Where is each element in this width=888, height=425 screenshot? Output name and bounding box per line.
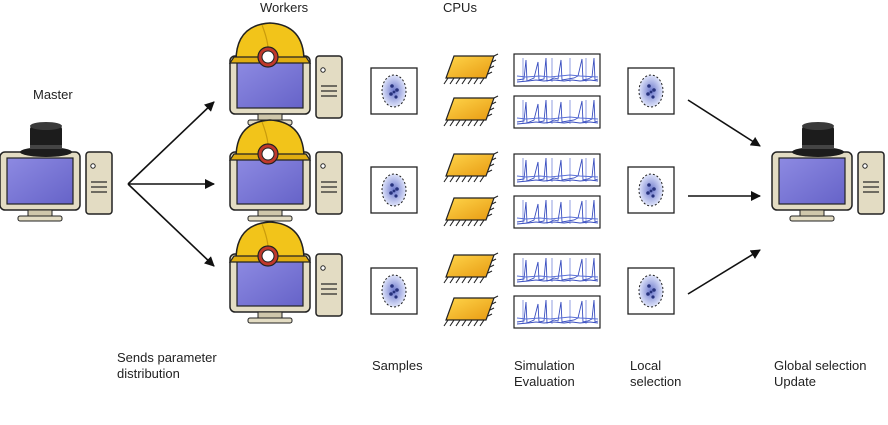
sends-parameter-label: Sends parameter distribution <box>117 350 217 382</box>
cpu-chip-icon <box>443 53 499 85</box>
cpu-chip-icon <box>443 151 499 183</box>
sample-distribution-icon <box>370 166 418 214</box>
local-selection-icon <box>627 67 675 115</box>
worker-computer-icon <box>229 119 343 222</box>
master-label: Master <box>33 87 73 102</box>
update-line: Update <box>774 374 816 389</box>
simulation-trace-icon <box>513 253 601 287</box>
simulation-trace-icon <box>513 95 601 129</box>
worker-computer-icon <box>229 22 343 126</box>
simulation-line: Simulation <box>514 358 575 373</box>
sample-distribution-icon <box>370 67 418 115</box>
evaluation-line: Evaluation <box>514 374 575 389</box>
arrow-icon <box>127 183 215 267</box>
local-selection-icon <box>627 166 675 214</box>
local-selection-label: Local selection <box>630 358 681 390</box>
worker-computer-icon <box>229 221 343 324</box>
cpu-chip-icon <box>443 195 499 227</box>
sends-parameter-line2: distribution <box>117 366 180 381</box>
local-selection-icon <box>627 267 675 315</box>
workers-label: Workers <box>260 0 309 15</box>
cpu-chip-icon <box>443 95 499 127</box>
simulation-trace-icon <box>513 295 601 329</box>
arrow-icon <box>687 99 761 147</box>
selection-line: selection <box>630 374 682 389</box>
master-computer-icon <box>0 122 113 222</box>
samples-label: Samples <box>372 358 423 373</box>
global-selection-label: Global selection Update <box>774 358 867 390</box>
simulation-trace-icon <box>513 195 601 229</box>
cpus-label: CPUs <box>443 0 477 15</box>
simulation-evaluation-label: Simulation Evaluation <box>514 358 575 390</box>
global-selection-line: Global selection <box>774 358 867 373</box>
cpu-chip-icon <box>443 295 499 327</box>
global-master-computer-icon <box>771 122 885 222</box>
arrow-icon <box>127 101 215 185</box>
local-line: Local <box>630 358 662 373</box>
simulation-trace-icon <box>513 53 601 87</box>
sample-distribution-icon <box>370 267 418 315</box>
distribution-arrows <box>127 101 215 267</box>
simulation-trace-icon <box>513 153 601 187</box>
sends-parameter-line1: Sends parameter <box>117 350 217 365</box>
convergence-arrows <box>687 99 761 295</box>
arrow-icon <box>687 249 761 295</box>
cpu-chip-icon <box>443 252 499 284</box>
